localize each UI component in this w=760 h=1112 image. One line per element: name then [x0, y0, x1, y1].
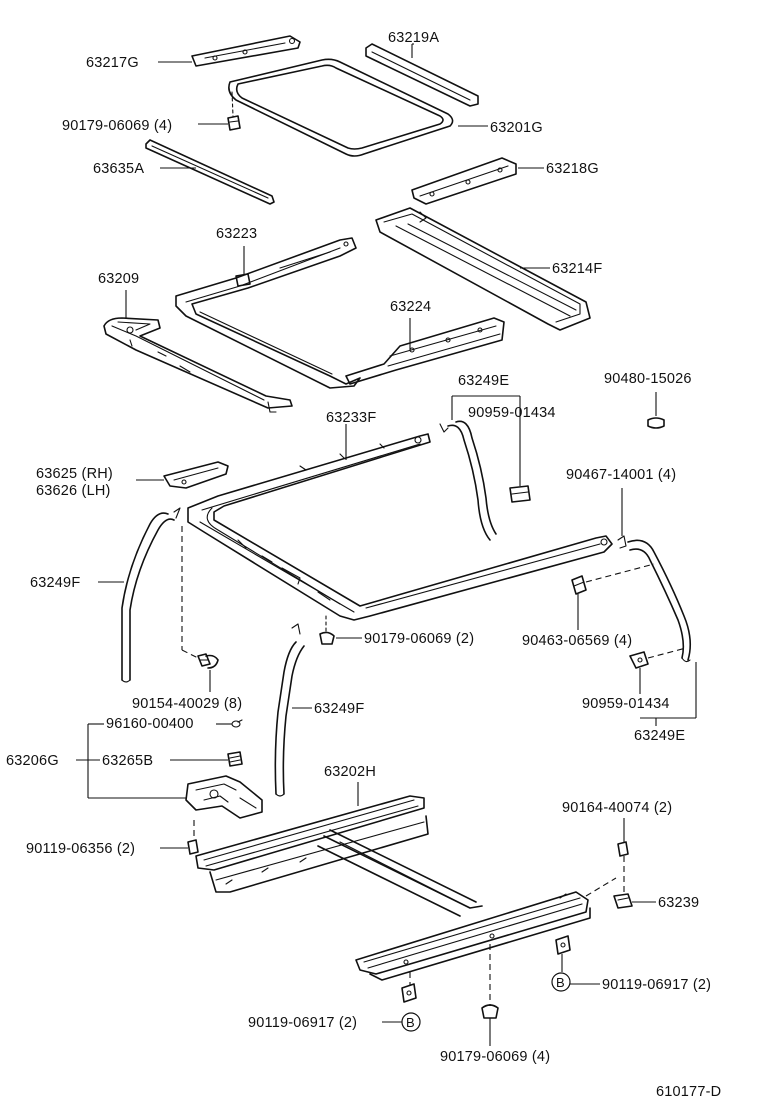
ref-b-text-right: B: [556, 975, 565, 990]
label-63635A: 63635A: [93, 161, 145, 177]
part-90119-06356-bolt: [187, 820, 199, 855]
label-90164: 90164-40074 (2): [562, 800, 673, 816]
part-90179-clip-mid: [319, 615, 335, 645]
label-90467: 90467-14001 (4): [566, 467, 677, 483]
label-63223: 63223: [216, 226, 258, 242]
label-90463: 90463-06569 (4): [522, 633, 633, 649]
label-63239: 63239: [658, 895, 700, 911]
part-63214F: [375, 207, 591, 331]
label-63219A: 63219A: [388, 30, 440, 46]
label-63249F-left: 63249F: [30, 575, 81, 591]
part-63224: [345, 317, 505, 385]
label-90179-bottom: 90179-06069 (4): [440, 1049, 551, 1065]
label-90154: 90154-40029 (8): [132, 696, 243, 712]
label-63249E-bottom: 63249E: [634, 728, 686, 744]
part-90154-bolt: [197, 653, 219, 669]
label-63265B: 63265B: [102, 753, 154, 769]
label-63218G: 63218G: [546, 161, 599, 177]
part-63249F-hose-left: [121, 507, 181, 683]
part-63201G: [228, 58, 454, 157]
part-90179-clip-top: [227, 91, 241, 131]
label-63224: 63224: [390, 299, 432, 315]
label-90119-06917-left: 90119-06917 (2): [248, 1015, 358, 1031]
label-90480: 90480-15026: [604, 371, 692, 387]
label-90179-top: 90179-06069 (4): [62, 118, 173, 134]
label-90179-mid: 90179-06069 (2): [364, 631, 475, 647]
part-90119-06917-left: [401, 983, 417, 1003]
label-63626: 63626 (LH): [36, 483, 111, 499]
part-90463-clip: [571, 563, 655, 595]
label-63217G: 63217G: [86, 55, 139, 71]
part-63249E-hose-top: [439, 420, 497, 541]
label-63209: 63209: [98, 271, 140, 287]
part-90164-bolt: [617, 841, 629, 857]
part-63218G: [411, 157, 517, 205]
label-63249F-mid: 63249F: [314, 701, 365, 717]
label-63249E-top: 63249E: [458, 373, 510, 389]
part-63233F: [187, 433, 613, 621]
label-90959-bottom: 90959-01434: [582, 696, 670, 712]
part-63217G: [191, 35, 301, 67]
label-63202H: 63202H: [324, 764, 376, 780]
drawing-number: 610177-D: [656, 1084, 722, 1100]
part-63223: [175, 237, 361, 389]
part-63206G-motor: [185, 775, 263, 819]
part-63249F-hose-mid: [274, 623, 305, 797]
label-63201G: 63201G: [490, 120, 543, 136]
label-90119-06356: 90119-06356 (2): [26, 841, 136, 857]
ref-b-circle-right: [551, 972, 571, 992]
part-63625-63626-bracket: [163, 461, 229, 489]
part-90467-clip: [617, 488, 627, 549]
label-63625: 63625 (RH): [36, 466, 113, 482]
part-63249E-hose-right: [627, 539, 692, 663]
label-63206G: 63206G: [6, 753, 59, 769]
part-90179-clip-bottom: [481, 1004, 499, 1019]
part-63239-clip: [613, 893, 633, 909]
part-90119-06917-right: [555, 935, 571, 955]
label-96160: 96160-00400: [106, 716, 194, 732]
label-90959-top: 90959-01434: [468, 405, 556, 421]
part-63209: [103, 317, 293, 413]
part-63219A: [365, 43, 479, 107]
part-90959-clip-bottom: [629, 647, 687, 669]
part-96160-washer: [231, 719, 243, 728]
label-63214F: 63214F: [552, 261, 603, 277]
part-63202H-rail-assembly: [195, 795, 591, 981]
part-63265B-gear: [227, 751, 243, 767]
part-90480-grommet: [647, 392, 665, 429]
ref-b-text-left: B: [406, 1015, 415, 1030]
label-63233F: 63233F: [326, 410, 377, 426]
label-90119-06917-right: 90119-06917 (2): [602, 977, 712, 993]
part-90959-clip-top: [509, 485, 531, 503]
part-63635A: [145, 139, 275, 205]
